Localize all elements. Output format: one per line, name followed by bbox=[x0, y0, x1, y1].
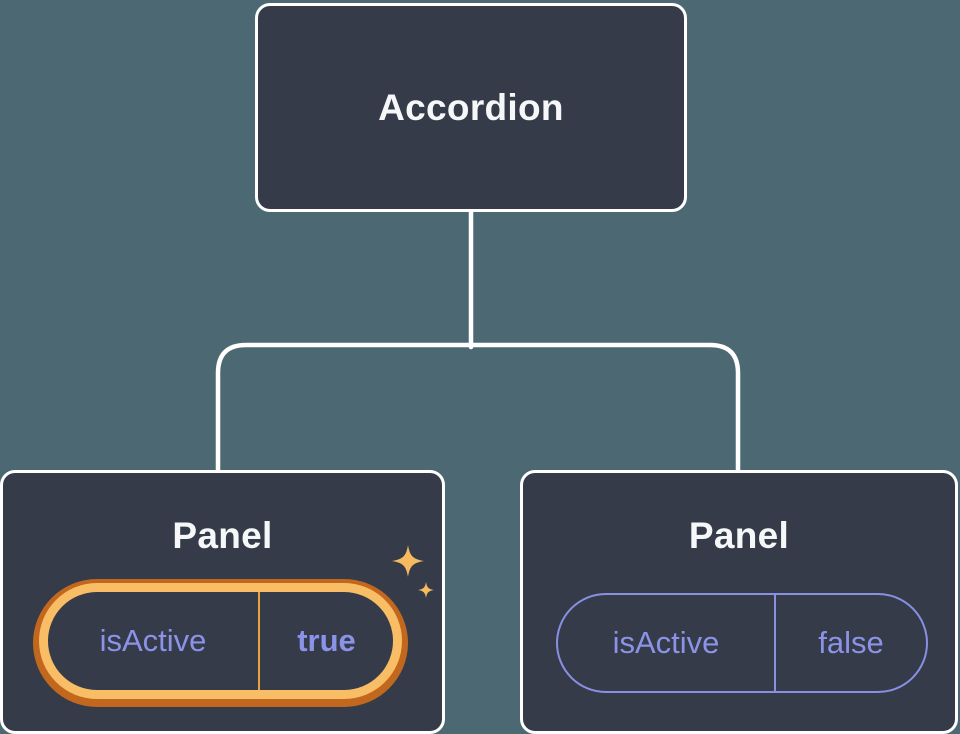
connector-branch bbox=[215, 342, 741, 475]
prop-pill-active: isActive true bbox=[48, 592, 393, 690]
prop-value: false bbox=[818, 625, 884, 660]
prop-pill-inactive: isActive false bbox=[556, 593, 928, 693]
sparkle-small-icon bbox=[418, 582, 434, 598]
sparkles-icon bbox=[392, 545, 434, 598]
prop-name: isActive bbox=[48, 592, 260, 690]
panel-node-label: Panel bbox=[172, 515, 273, 556]
panel-node-inactive: Panel isActive false bbox=[520, 470, 958, 734]
sparkle-large-icon bbox=[392, 545, 424, 577]
accordion-node: Accordion bbox=[255, 3, 687, 212]
prop-value: true bbox=[297, 623, 356, 658]
prop-name: isActive bbox=[558, 595, 776, 691]
accordion-node-label: Accordion bbox=[378, 86, 564, 128]
panel-node-active: Panel isActive true bbox=[0, 470, 445, 734]
panel-node-label: Panel bbox=[688, 515, 790, 556]
